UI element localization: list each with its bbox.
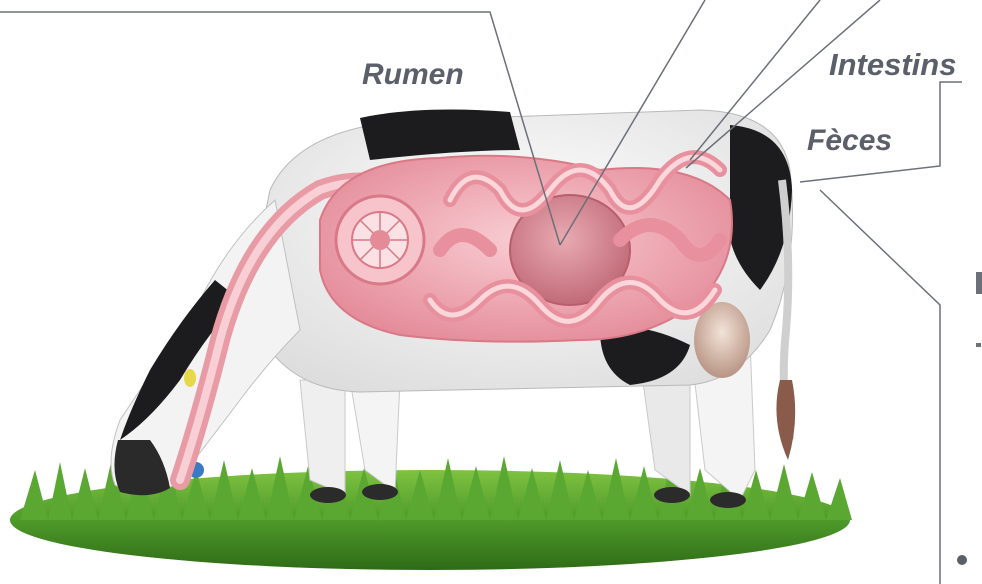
label-intestins: Intestins: [829, 47, 956, 83]
label-feces: Fèces: [807, 124, 892, 158]
cropped-text-fragment: [976, 343, 981, 347]
label-rumen: Rumen: [362, 58, 464, 92]
bullet-point: [957, 555, 967, 565]
cropped-text-fragment: [976, 272, 982, 294]
reticulum-spiral: [336, 196, 424, 284]
